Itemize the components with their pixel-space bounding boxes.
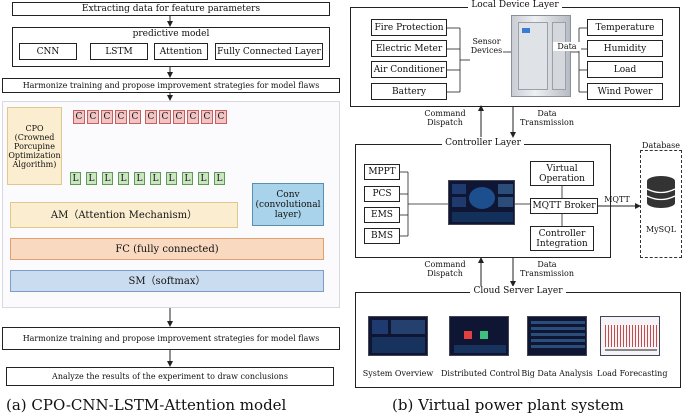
cloud-item-distributed-control: Distributed Control <box>441 369 521 378</box>
c-cell: C <box>145 110 157 124</box>
local-fire-protection: Fire Protection <box>371 19 447 36</box>
l-cell: L <box>102 172 113 185</box>
local-device-layer-title: Local Device Layer <box>350 0 680 10</box>
local-device-layer-title-text: Local Device Layer <box>468 0 562 10</box>
step-harmonize-2: Harmonize training and propose improveme… <box>2 327 340 350</box>
c-cell: C <box>173 110 185 124</box>
data-label: Data <box>553 42 581 51</box>
step-extract-text: Extracting data for feature parameters <box>81 4 261 14</box>
predictive-item-lstm: LSTM <box>90 43 148 60</box>
l-cell: L <box>198 172 209 185</box>
fully-connected-bar: FC (fully connected) <box>10 238 324 260</box>
step-harmonize-1: Harmonize training and propose improveme… <box>2 78 340 93</box>
l-cell: L <box>118 172 129 185</box>
ctrl-pcs: PCS <box>364 186 400 202</box>
ctrl-bms: BMS <box>364 228 400 244</box>
l-cell: L <box>70 172 81 185</box>
caption-b: (b) Virtual power plant system <box>392 396 624 414</box>
c-cell: C <box>101 110 113 124</box>
cpo-line: (Crowned <box>14 132 55 142</box>
fc-text: FC (fully connected) <box>115 243 219 255</box>
local-temperature: Temperature <box>587 19 663 36</box>
mqtt-label: MQTT <box>604 195 630 204</box>
cpo-box: CPO (Crowned Porcupine Optimization Algo… <box>7 107 62 185</box>
predictive-item-fc: Fully Connected Layer <box>215 43 323 60</box>
predictive-model-box: predictive model CNN LSTM Attention Full… <box>12 27 330 67</box>
cloud-item-load-forecasting: Load Forecasting <box>597 369 668 378</box>
predictive-item-cnn: CNN <box>19 43 77 60</box>
cpo-line: Porcupine <box>14 141 55 151</box>
cloud-item-system-overview: System Overview <box>362 369 434 378</box>
c-cell: C <box>87 110 99 124</box>
conv-line: layer) <box>274 209 302 220</box>
big-data-analysis-screenshot <box>527 316 587 356</box>
l-cell: L <box>182 172 193 185</box>
c-cell: C <box>187 110 199 124</box>
ctrl-ems: EMS <box>364 207 400 223</box>
l-cell: L <box>86 172 97 185</box>
load-forecasting-screenshot <box>600 316 660 356</box>
local-battery: Battery <box>371 83 447 100</box>
sm-text: SM（softmax） <box>128 275 206 287</box>
controller-layer-title: Controller Layer <box>355 138 611 148</box>
attention-mechanism-bar: AM（Attention Mechanism） <box>10 202 238 228</box>
database-label: Database <box>636 141 685 150</box>
softmax-bar: SM（softmax） <box>10 270 324 292</box>
ctrl-mppt: MPPT <box>364 164 400 180</box>
distributed-control-screenshot <box>449 316 509 356</box>
c-cell: C <box>129 110 141 124</box>
conv-line: (convolutional <box>255 199 321 210</box>
step-analyze-text: Analyze the results of the experiment to… <box>52 372 288 381</box>
conv-box: Conv (convolutional layer) <box>252 183 324 226</box>
local-humidity: Humidity <box>587 40 663 57</box>
am-text: AM（Attention Mechanism） <box>50 209 198 221</box>
step-extract: Extracting data for feature parameters <box>12 2 330 16</box>
l-cell: L <box>134 172 145 185</box>
c-cell: C <box>73 110 85 124</box>
step-harmonize-1-text: Harmonize training and propose improveme… <box>22 81 320 90</box>
cpo-line: CPO <box>25 123 44 133</box>
l-cell: L <box>214 172 225 185</box>
l-cell: L <box>166 172 177 185</box>
local-electric-meter: Electric Meter <box>371 40 447 57</box>
l-cell: L <box>150 172 161 185</box>
local-wind-power: Wind Power <box>587 83 663 100</box>
conv-line: Conv <box>276 189 300 200</box>
predictive-model-title: predictive model <box>132 29 210 39</box>
c-cell: C <box>215 110 227 124</box>
cloud-server-layer-title: Cloud Server Layer <box>355 286 681 296</box>
c-cell: C <box>159 110 171 124</box>
local-air-conditioner: Air Conditioner <box>371 61 447 78</box>
database-box <box>640 150 682 258</box>
controller-dashboard-illustration <box>448 180 515 225</box>
predictive-item-attention: Attention <box>154 43 208 60</box>
cpo-line: Optimization <box>8 150 61 160</box>
ctrl-mqtt-broker: MQTT Broker <box>530 198 598 214</box>
mysql-label: MySQL <box>645 225 677 234</box>
cloud-item-big-data-analysis: Big Data Analysis <box>521 369 593 378</box>
controller-layer-title-text: Controller Layer <box>442 138 524 148</box>
cloud-server-layer-title-text: Cloud Server Layer <box>470 286 566 296</box>
step-harmonize-2-text: Harmonize training and propose improveme… <box>22 334 320 343</box>
system-overview-screenshot <box>368 316 428 356</box>
c-cell: C <box>115 110 127 124</box>
caption-a: (a) CPO-CNN-LSTM-Attention model <box>6 396 287 414</box>
cpo-line: Algorithm) <box>12 159 57 169</box>
local-load: Load <box>587 61 663 78</box>
step-analyze: Analyze the results of the experiment to… <box>6 367 334 386</box>
c-cell: C <box>201 110 213 124</box>
cabinet-illustration <box>511 15 571 97</box>
